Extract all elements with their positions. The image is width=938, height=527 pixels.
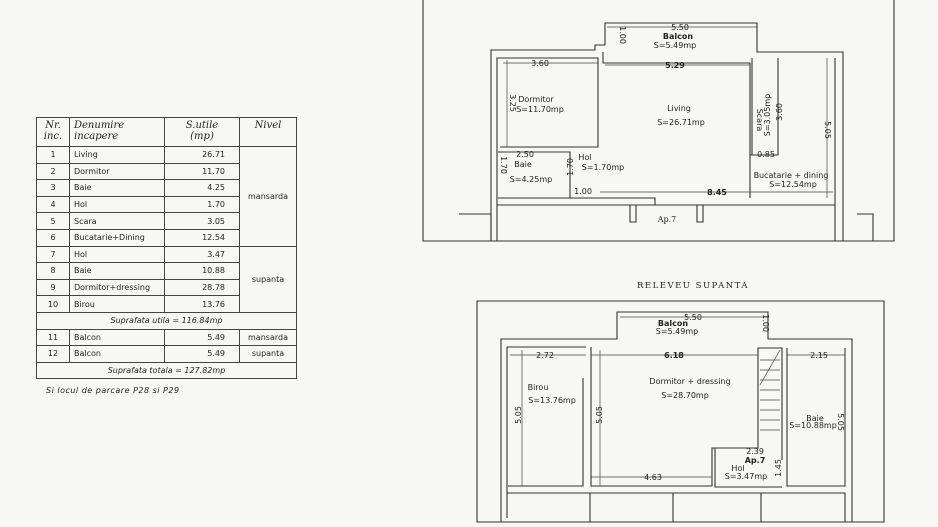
stair-icon	[510, 316, 846, 486]
room-hol: Hol	[578, 153, 591, 162]
plan-supanta: RELEVEU SUPANTA 5.50 Balcon S=5.49mp 1.0…	[476, 281, 885, 523]
apartment-label: Ap.7	[657, 215, 677, 224]
room-dormitor: Dormitor + dressing	[649, 377, 730, 386]
room-balcon: Balcon	[658, 319, 688, 328]
plan-frame	[422, 0, 895, 242]
corridor	[459, 204, 874, 241]
area-hol: S=3.47mp	[725, 472, 767, 481]
area-baie: S=10.88mp	[789, 421, 837, 430]
plan-frame	[476, 300, 885, 523]
parking-note: Si locul de parcare P28 si P29	[46, 386, 180, 395]
outer-wall	[490, 22, 844, 241]
room-living: Living	[667, 104, 691, 113]
area-balcon: S=5.49mp	[656, 327, 698, 336]
dim-baie-height: 5.05	[836, 413, 845, 431]
dim-balcon-width: 5.50	[671, 23, 689, 32]
row-level: supanta	[239, 245, 297, 313]
corridor	[507, 492, 846, 522]
grand-total: Suprafata totala = 127.82mp	[36, 361, 297, 380]
inner-walls	[506, 346, 846, 518]
area-scara: S=3.05mp	[763, 94, 772, 136]
area-hol: S=1.70mp	[582, 163, 624, 172]
dim-bottom-width: 4.63	[644, 473, 662, 482]
dim-dormitor-width: 6.18	[664, 351, 684, 360]
dim-right-height: 5.05	[823, 121, 832, 139]
room-scara: Scara	[755, 109, 764, 132]
dim-dormitor-height: 5.05	[595, 406, 604, 424]
area-baie: S=4.25mp	[510, 175, 552, 184]
dim-baie-height: 1.70	[499, 156, 508, 174]
dim-living-width: 5.29	[665, 61, 685, 70]
area-balcon: S=5.49mp	[654, 41, 696, 50]
dim-hol-height: 1.70	[566, 158, 575, 176]
header-nr-2: inc.	[43, 131, 63, 142]
room-bucatarie: Bucatarie + dining	[754, 171, 829, 180]
apartment-label: Ap.7	[745, 456, 766, 465]
area-birou: S=13.76mp	[528, 396, 576, 405]
dim-total-width: 8.45	[707, 188, 727, 197]
outer-wall	[500, 311, 853, 522]
room-baie: Baie	[806, 414, 824, 423]
dim-hol-height: 1.45	[774, 459, 783, 477]
area-dormitor: S=11.70mp	[516, 105, 564, 114]
area-living: S=26.71mp	[657, 118, 705, 127]
row-level: mansarda	[239, 146, 297, 247]
dim-birou-width: 2.72	[536, 351, 554, 360]
dim-balcon-depth: 1.00	[761, 314, 770, 332]
header-name: Denumire	[74, 120, 125, 131]
header-area-2: (mp)	[190, 131, 214, 142]
dim-hol-width: 1.00	[574, 187, 592, 196]
plan-title: RELEVEU SUPANTA	[637, 281, 749, 291]
dim-baie-width: 2.15	[810, 351, 828, 360]
dim-hol-width: 2.39	[746, 447, 764, 456]
dim-balcon-depth: 1.00	[618, 26, 627, 44]
room-birou: Birou	[528, 383, 549, 392]
header-level: Nivel	[239, 117, 297, 147]
header-name-2: incapere	[74, 131, 119, 142]
row-area: 10.88	[164, 262, 240, 280]
area-dormitor: S=28.70mp	[661, 391, 709, 400]
dim-dormitor-width: 3.60	[531, 59, 549, 68]
area-bucatarie: S=12.54mp	[769, 180, 817, 189]
dim-balcon-width: 5.50	[684, 313, 702, 322]
room-hol: Hol	[731, 464, 744, 473]
room-dormitor: Dormitor	[518, 95, 554, 104]
dim-birou-height: 5.05	[514, 406, 523, 424]
plan-mansarda: 5.50 Balcon S=5.49mp 1.00 3.60 5.29 Dorm…	[422, 0, 895, 242]
dim-baie-width: 2.50	[516, 150, 534, 159]
room-baie: Baie	[514, 160, 532, 169]
dim-scara-width: 0.85	[757, 150, 775, 159]
header-nr: Nr.	[45, 120, 61, 131]
inner-walls	[496, 52, 836, 241]
header-area: S.utile	[185, 120, 219, 131]
dim-scara-height: 3.60	[775, 103, 784, 121]
room-balcon: Balcon	[663, 32, 693, 41]
dim-dormitor-height: 3.25	[508, 94, 517, 112]
